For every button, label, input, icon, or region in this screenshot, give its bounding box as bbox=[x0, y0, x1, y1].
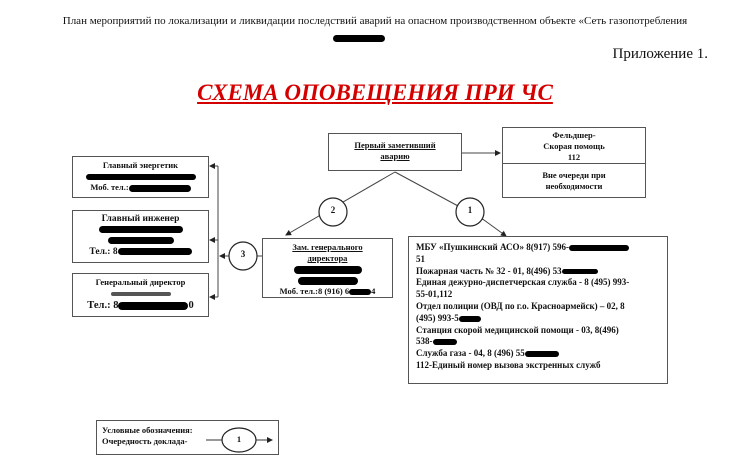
director-title: Генеральный директор bbox=[95, 277, 186, 287]
deputy-phone: Моб. тел.:8 (916) 6 bbox=[279, 286, 350, 296]
deputy-director-box: Зам. генерального директора Моб. тел.:8 … bbox=[262, 238, 393, 298]
redacted-text bbox=[118, 301, 189, 310]
service-line: Служба газа - 04, 8 (496) 55 bbox=[416, 348, 660, 360]
medic-line1: Фельдшер- bbox=[552, 130, 596, 140]
deputy-line2: директора bbox=[307, 253, 348, 263]
service-line: Пожарная часть № 32 - 01, 8(496) 53 bbox=[416, 266, 660, 278]
service-line: 112-Единый номер вызова экстренных служб bbox=[416, 359, 601, 370]
redacted-text bbox=[98, 226, 183, 234]
redacted-text bbox=[349, 289, 372, 296]
redacted-text bbox=[293, 266, 362, 275]
chief-energy-box: Главный энергетик Моб. тел.: bbox=[72, 156, 209, 198]
legend-line2: Очередность доклада- bbox=[102, 436, 188, 446]
redacted-text bbox=[297, 277, 358, 286]
first-witness-box: Первый заметивший аварию bbox=[328, 133, 462, 171]
service-line: 538- bbox=[416, 336, 660, 348]
redacted-text bbox=[85, 174, 196, 181]
order-badge-3: 3 bbox=[240, 249, 246, 259]
legend-box: Условные обозначения: Очередность доклад… bbox=[96, 420, 279, 455]
service-line: (495) 993-5 bbox=[416, 313, 660, 325]
deputy-phone-end: 4 bbox=[371, 286, 376, 296]
medic-line3: 112 bbox=[567, 152, 581, 162]
order-badge-2: 2 bbox=[330, 205, 336, 215]
director-phone-end: 0 bbox=[188, 300, 194, 311]
redacted-text bbox=[117, 248, 192, 256]
emergency-services-box: МБУ «Пушкинский АСО» 8(917) 596- 51 Пожа… bbox=[408, 236, 668, 384]
redacted-text bbox=[128, 184, 191, 192]
service-line: Отдел полиции (ОВД по г.о. Красноармейск… bbox=[416, 300, 625, 311]
general-director-box: Генеральный директор Тел.: 8 0 bbox=[72, 273, 209, 317]
deputy-line1: Зам. генерального bbox=[292, 242, 363, 252]
appendix-label: Приложение 1. bbox=[612, 46, 708, 62]
legend-line1: Условные обозначения: bbox=[102, 425, 193, 435]
service-line: 55-01,112 bbox=[416, 289, 453, 300]
chief-engineer-box: Главный инженер Тел.: 8 bbox=[72, 210, 209, 263]
legend-symbol bbox=[206, 427, 273, 453]
medic-note2: необходимости bbox=[545, 181, 603, 191]
medic-box: Фельдшер- Скорая помощь 112 Вне очереди … bbox=[502, 127, 646, 198]
scheme-title: СХЕМА ОПОВЕЩЕНИЯ ПРИ ЧС bbox=[197, 80, 553, 105]
service-line: 51 bbox=[416, 253, 425, 264]
engineer-title: Главный инженер bbox=[101, 214, 180, 224]
first-line1: Первый заметивший bbox=[354, 140, 436, 150]
redacted-text bbox=[107, 237, 174, 245]
energy-phone: Моб. тел.: bbox=[90, 182, 129, 192]
order-badge-1: 1 bbox=[467, 205, 473, 215]
redacted-text bbox=[333, 35, 385, 42]
medic-note1: Вне очереди при bbox=[542, 170, 606, 180]
service-line: МБУ «Пушкинский АСО» 8(917) 596- bbox=[416, 242, 660, 254]
service-line: Единая дежурно-диспетчерская служба - 8 … bbox=[416, 277, 630, 288]
redacted-text bbox=[110, 292, 171, 297]
first-line2: аварию bbox=[380, 151, 410, 161]
plan-title: План мероприятий по локализации и ликвид… bbox=[62, 15, 688, 27]
legend-symbol-number: 1 bbox=[236, 434, 242, 444]
energy-title: Главный энергетик bbox=[102, 160, 179, 170]
engineer-phone: Тел.: 8 bbox=[89, 247, 118, 257]
service-line: Станция скорой медицинской помощи - 03, … bbox=[416, 324, 619, 335]
medic-line2: Скорая помощь bbox=[543, 141, 605, 151]
director-phone: Тел.: 8 bbox=[87, 300, 119, 311]
